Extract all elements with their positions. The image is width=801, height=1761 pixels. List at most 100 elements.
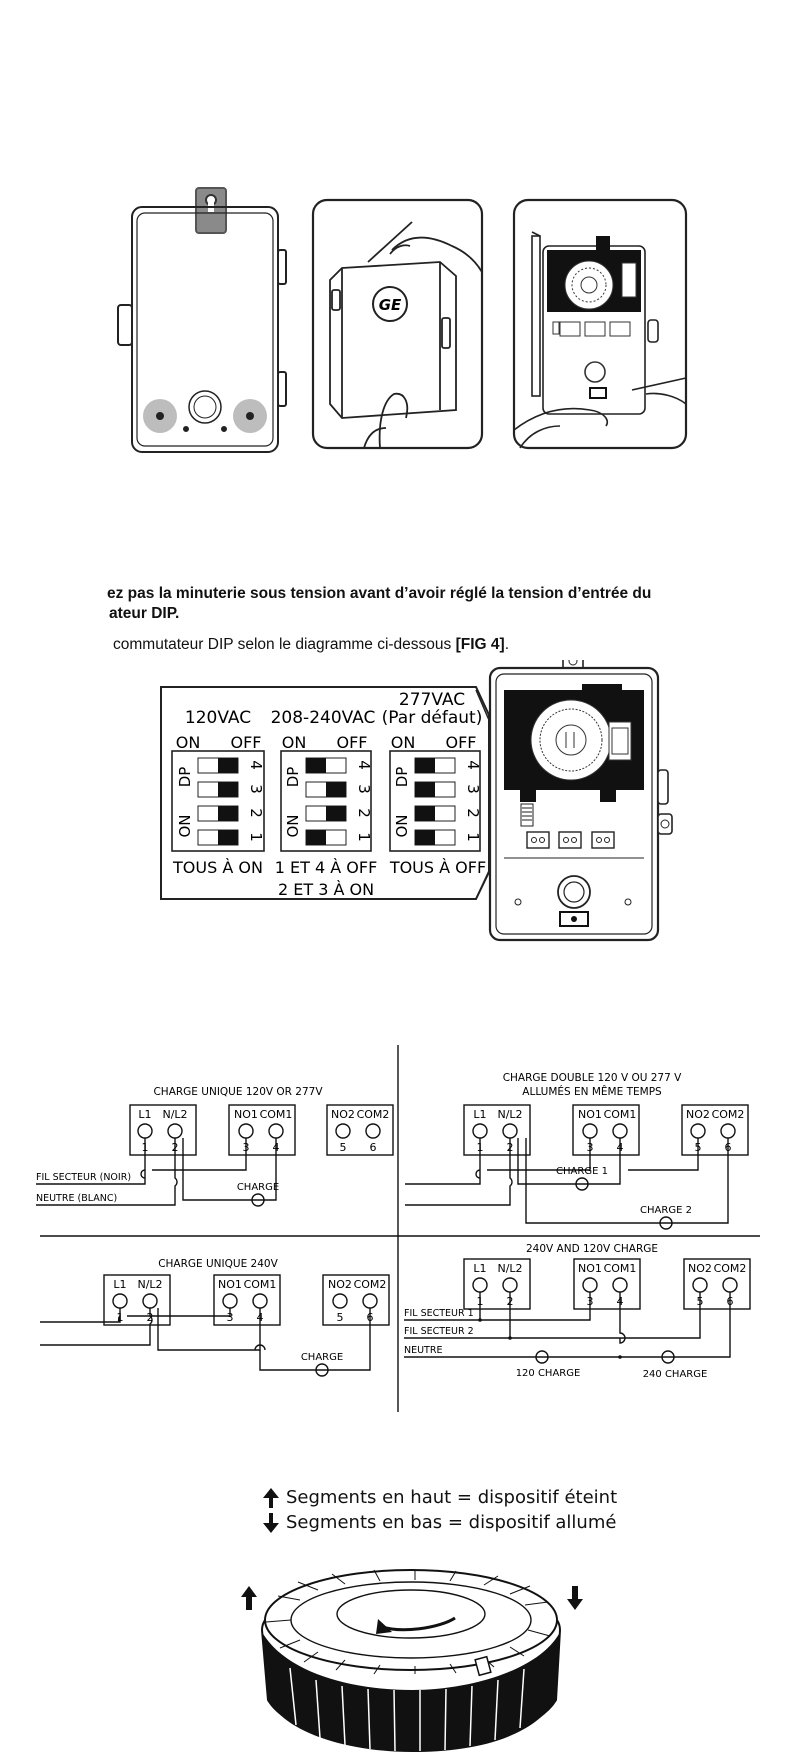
wiring-title: 240V AND 120V CHARGE <box>526 1243 658 1255</box>
wiring-double-120-277: CHARGE DOUBLE 120 V OU 277 V ALLUMÉS EN … <box>405 1072 749 1230</box>
load-label: CHARGE <box>301 1352 343 1363</box>
dip-slider <box>415 758 435 773</box>
terminal-label: COM1 <box>260 1108 293 1121</box>
warning-line-2: ateur DIP. <box>109 605 180 622</box>
dip-panel-277vac: 277VAC (Par défaut) ON OFF DP ON 4 3 2 1… <box>382 690 487 877</box>
dip-voltage-label: 120VAC <box>185 708 251 728</box>
terminal-label: L1 <box>113 1278 126 1291</box>
terminal-number: 6 <box>370 1141 377 1154</box>
terminal-label: NO2 <box>331 1108 355 1121</box>
terminal-label: NO1 <box>578 1108 602 1121</box>
dip-on-header: ON <box>282 733 307 752</box>
wiring-title: CHARGE UNIQUE 120V OR 277V <box>153 1086 323 1098</box>
dip-on-vertical: ON <box>284 814 302 837</box>
step-text-end: . <box>504 636 509 653</box>
dip-on-header: ON <box>391 733 416 752</box>
terminal-label: COM1 <box>604 1262 637 1275</box>
terminal-label: NO2 <box>686 1108 710 1121</box>
step-text-main: commutateur DIP selon le diagramme ci-de… <box>113 636 456 653</box>
fig-reference: [FIG 4] <box>455 636 505 653</box>
dip-slider <box>218 830 238 845</box>
terminal-label: NO2 <box>328 1278 352 1291</box>
terminal-label: NO2 <box>688 1262 712 1275</box>
dip-num-1: 1 <box>247 832 265 842</box>
terminal-number: 1 <box>117 1311 124 1324</box>
dip-slider <box>326 806 346 821</box>
terminal-number: 4 <box>273 1141 280 1154</box>
terminal-label: L1 <box>473 1108 486 1121</box>
terminal-number: 6 <box>367 1311 374 1324</box>
dip-slider <box>218 806 238 821</box>
terminal-label: NO1 <box>218 1278 242 1291</box>
terminal-number: 6 <box>727 1295 734 1308</box>
segments-up-row: Segments en haut = dispositif éteint <box>262 1485 722 1510</box>
dip-caption-2: 2 ET 3 À ON <box>278 880 374 899</box>
dip-voltage-label: 277VAC <box>399 690 465 710</box>
terminal-label: N/L2 <box>162 1108 187 1121</box>
terminal-number: 3 <box>587 1141 594 1154</box>
dip-slider <box>218 758 238 773</box>
arrow-down-icon <box>263 1512 279 1533</box>
enclosure-timer-figure <box>488 660 673 942</box>
terminal-number: 4 <box>617 1141 624 1154</box>
load-label: CHARGE 1 <box>556 1166 608 1177</box>
terminal-label: N/L2 <box>137 1278 162 1291</box>
warning-line-1: ez pas la minuterie sous tension avant d… <box>107 585 652 602</box>
dip-num-3: 3 <box>247 784 265 794</box>
terminal-label: COM2 <box>354 1278 387 1291</box>
line-1-label: FIL SECTEUR 1 <box>404 1308 474 1319</box>
terminal-number: 2 <box>507 1295 514 1308</box>
dip-dp-label: DP <box>393 767 411 788</box>
dip-num-4: 4 <box>247 760 265 770</box>
dip-num-1: 1 <box>355 832 373 842</box>
terminal-number: 5 <box>337 1311 344 1324</box>
terminal-label: COM2 <box>712 1108 745 1121</box>
terminal-number: 2 <box>147 1311 154 1324</box>
terminal-number: 1 <box>477 1295 484 1308</box>
load-240-label: 240 CHARGE <box>643 1369 708 1380</box>
terminal-number: 3 <box>587 1295 594 1308</box>
segments-up-text: Segments en haut = dispositif éteint <box>286 1487 618 1508</box>
segments-down-text: Segments en bas = dispositif allumé <box>286 1512 617 1533</box>
terminal-number: 2 <box>507 1141 514 1154</box>
line-wire-label: FIL SECTEUR (NOIR) <box>36 1172 131 1183</box>
dip-slider <box>218 782 238 797</box>
load-label: CHARGE 2 <box>640 1205 692 1216</box>
wiring-title-2: ALLUMÉS EN MÊME TEMPS <box>522 1085 662 1098</box>
dip-panel-208-240vac: 208-240VAC ON OFF DP ON 4 3 2 1 1 ET 4 À… <box>271 708 378 899</box>
dip-num-2: 2 <box>355 808 373 818</box>
arrow-up-icon <box>263 1487 279 1508</box>
terminal-label: COM1 <box>604 1108 637 1121</box>
dip-on-header: ON <box>176 733 201 752</box>
terminal-number: 3 <box>243 1141 250 1154</box>
dip-dp-label: DP <box>284 767 302 788</box>
dip-caption: TOUS À ON <box>172 858 263 877</box>
dip-slider <box>306 758 326 773</box>
dip-caption: TOUS À OFF <box>389 858 486 877</box>
load-label: CHARGE <box>237 1182 279 1193</box>
dip-num-4: 4 <box>355 760 373 770</box>
dip-num-4: 4 <box>464 760 482 770</box>
enclosure-open-figure <box>512 198 688 450</box>
terminal-number: 3 <box>227 1311 234 1324</box>
terminal-label: N/L2 <box>497 1262 522 1275</box>
dip-num-1: 1 <box>464 832 482 842</box>
terminal-label: COM2 <box>357 1108 390 1121</box>
dip-on-vertical: ON <box>393 814 411 837</box>
terminal-number: 2 <box>172 1141 179 1154</box>
terminal-number: 1 <box>477 1141 484 1154</box>
wiring-single-120-277: CHARGE UNIQUE 120V OR 277V L1 N/L2 NO1 C… <box>36 1086 394 1207</box>
dip-slider <box>415 806 435 821</box>
wiring-single-240: CHARGE UNIQUE 240V L1 N/L2 NO1 COM1 NO2 … <box>40 1258 390 1377</box>
dip-slider <box>306 830 326 845</box>
terminal-label: L1 <box>473 1262 486 1275</box>
load-120-label: 120 CHARGE <box>516 1368 581 1379</box>
terminal-label: N/L2 <box>497 1108 522 1121</box>
dip-num-3: 3 <box>355 784 373 794</box>
dip-num-2: 2 <box>247 808 265 818</box>
terminal-number: 6 <box>725 1141 732 1154</box>
terminal-number: 5 <box>695 1141 702 1154</box>
enclosure-closed-figure: GE <box>311 198 484 450</box>
dip-slider <box>415 782 435 797</box>
dip-panel-120vac: 120VAC ON OFF DP ON 4 3 2 1 TOUS À ON <box>171 708 265 877</box>
